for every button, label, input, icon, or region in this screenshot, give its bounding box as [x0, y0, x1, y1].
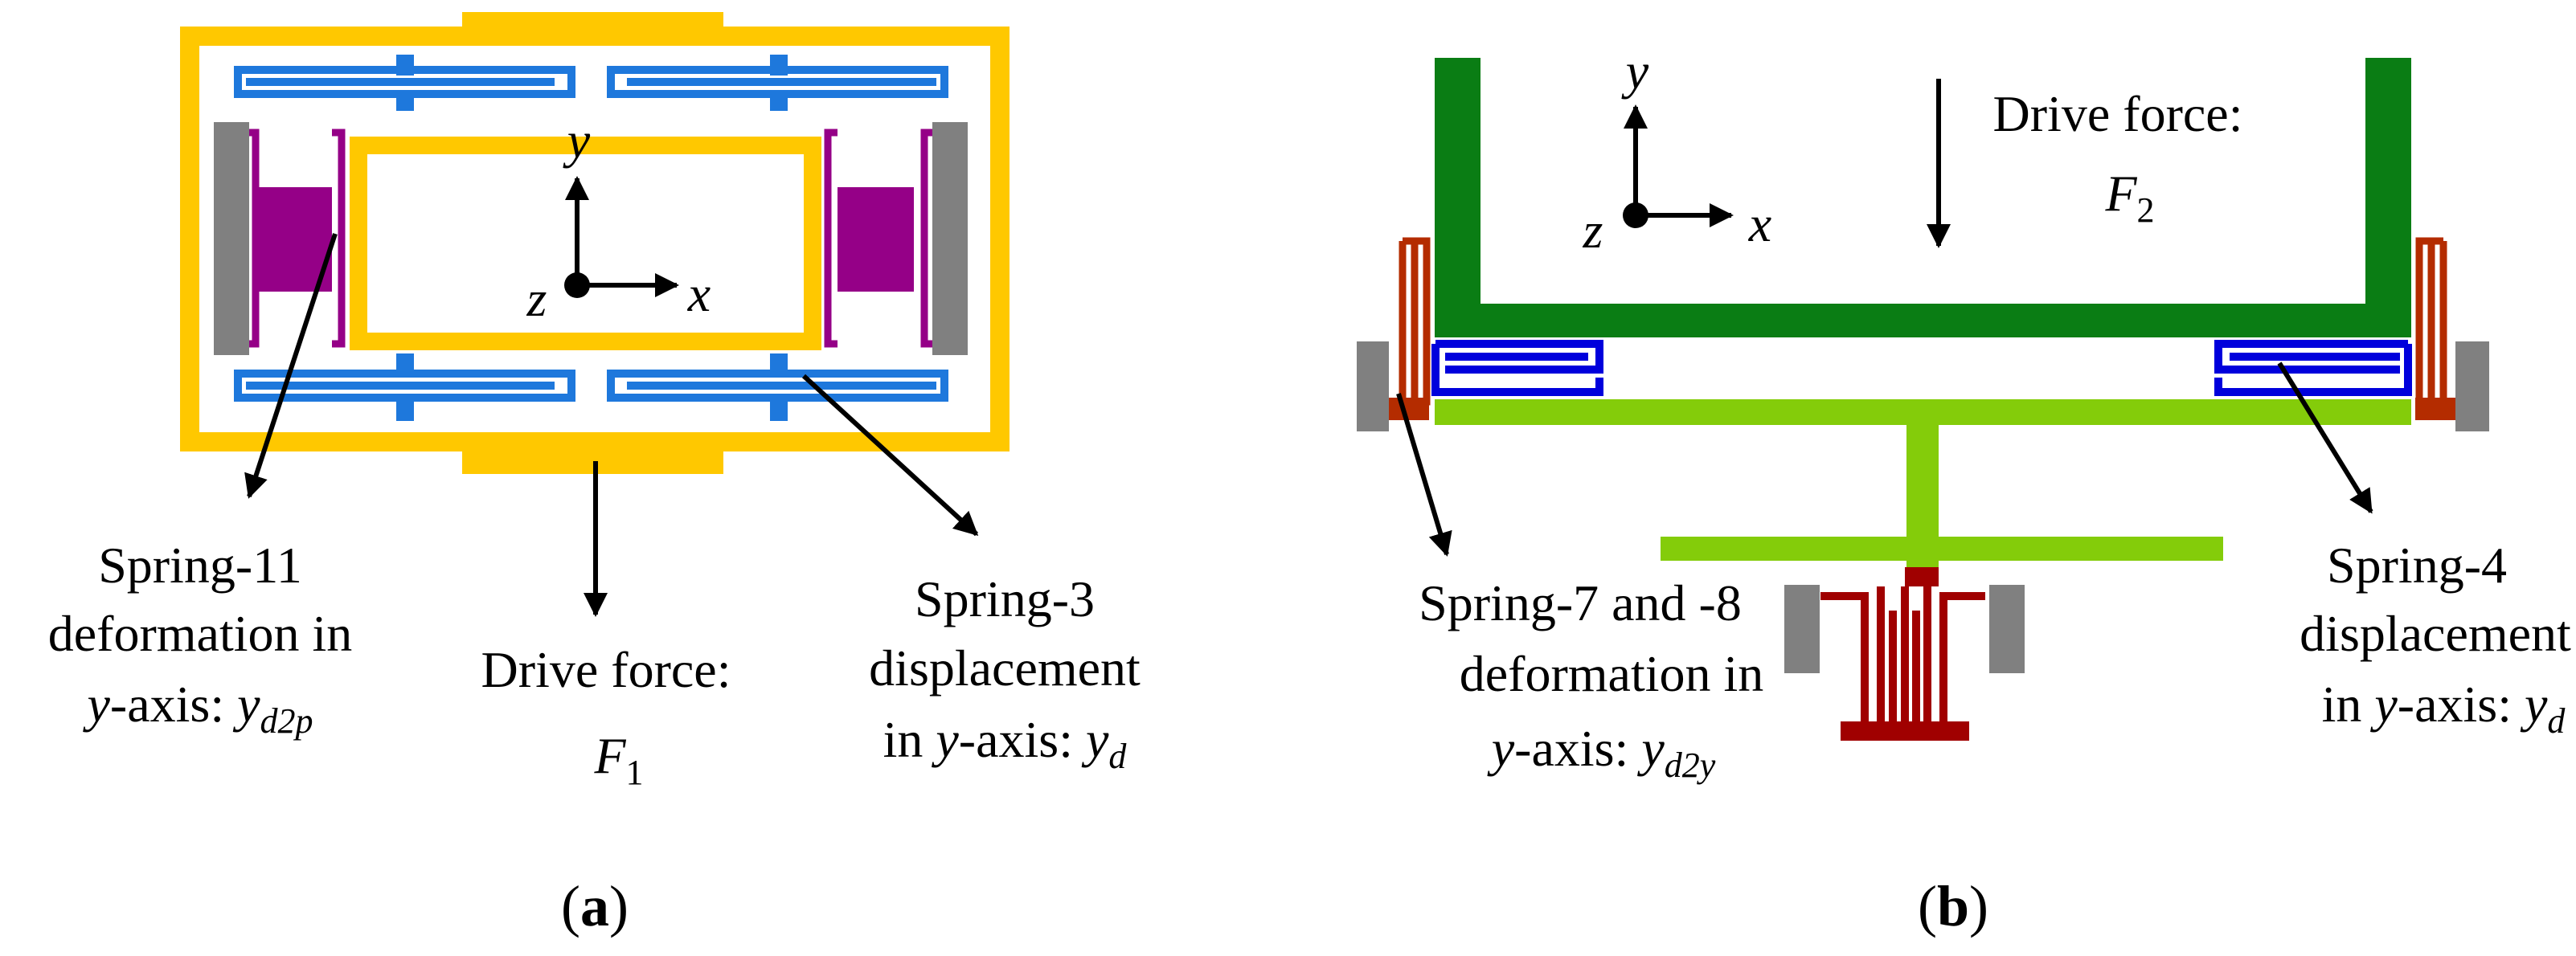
drive-force-b-title: Drive force: [1993, 85, 2243, 142]
origin-dot-b [1623, 202, 1648, 228]
green-u-frame [1435, 58, 2411, 337]
axes-a [565, 176, 679, 297]
spring-4-right [2214, 340, 2412, 396]
origin-dot-a [564, 272, 590, 298]
axis-label-z-b: z [1583, 202, 1603, 259]
axis-label-z-a: z [526, 270, 547, 327]
drive-force-a-symbol: F1 [593, 727, 643, 792]
panel-a-diagram: y x z Spring-11 deformation in y-axis: y… [48, 12, 1141, 938]
spring3-line3: in y-axis: yd [883, 711, 1128, 776]
red-bottom-spring-base [1841, 721, 1969, 741]
axes-b [1624, 104, 1734, 227]
red-side-spring-left [1389, 237, 1431, 420]
gray-anchors-b [1357, 341, 2489, 673]
spring11-title: Spring-11 [98, 537, 302, 594]
axis-label-y-a: y [563, 112, 591, 169]
spring4-line2: displacement [2300, 605, 2571, 662]
purple-anchors [246, 129, 935, 348]
spring4-line3: in y-axis: yd [2322, 676, 2566, 741]
spring4-title: Spring-4 [2327, 537, 2507, 594]
spring3-line2: displacement [869, 639, 1141, 697]
spring78-pointer [1396, 393, 1452, 557]
spring-4-left [1431, 340, 1603, 396]
outer-frame [180, 12, 1010, 474]
axis-label-x-a: x [687, 265, 711, 322]
top-springs [234, 66, 948, 98]
drive-force-b-symbol: F2 [2104, 165, 2154, 230]
bottom-springs [234, 370, 948, 402]
axis-label-y-b: y [1621, 43, 1649, 100]
drive-force-a-title: Drive force: [481, 641, 731, 698]
axis-label-x-b: x [1748, 195, 1771, 252]
top-spring-anchors [396, 55, 788, 111]
lime-beams [1435, 399, 2411, 585]
panel-a-caption: (a) [561, 874, 629, 938]
spring78-line3: y-axis: yd2y [1487, 720, 1716, 785]
red-bottom-spring [1820, 567, 1985, 721]
spring3-pointer [801, 374, 979, 537]
bottom-spring-anchors [396, 353, 788, 421]
spring11-pointer [244, 233, 338, 499]
gray-side-anchors [214, 122, 968, 355]
panel-b-caption: (b) [1918, 874, 1988, 938]
panel-b-diagram: y x z Drive force: F2 Spring-7 and -8 de… [1357, 43, 2571, 938]
red-side-spring-right [2415, 237, 2455, 420]
spring11-line3: y-axis: yd2p [83, 676, 313, 741]
spring3-title: Spring-3 [915, 570, 1095, 627]
spring4-pointer [2277, 362, 2373, 514]
inner-frame [350, 137, 821, 350]
spring78-title: Spring-7 and -8 [1419, 574, 1742, 631]
spring78-line2: deformation in [1460, 645, 1764, 702]
spring11-line2: deformation in [48, 605, 353, 662]
